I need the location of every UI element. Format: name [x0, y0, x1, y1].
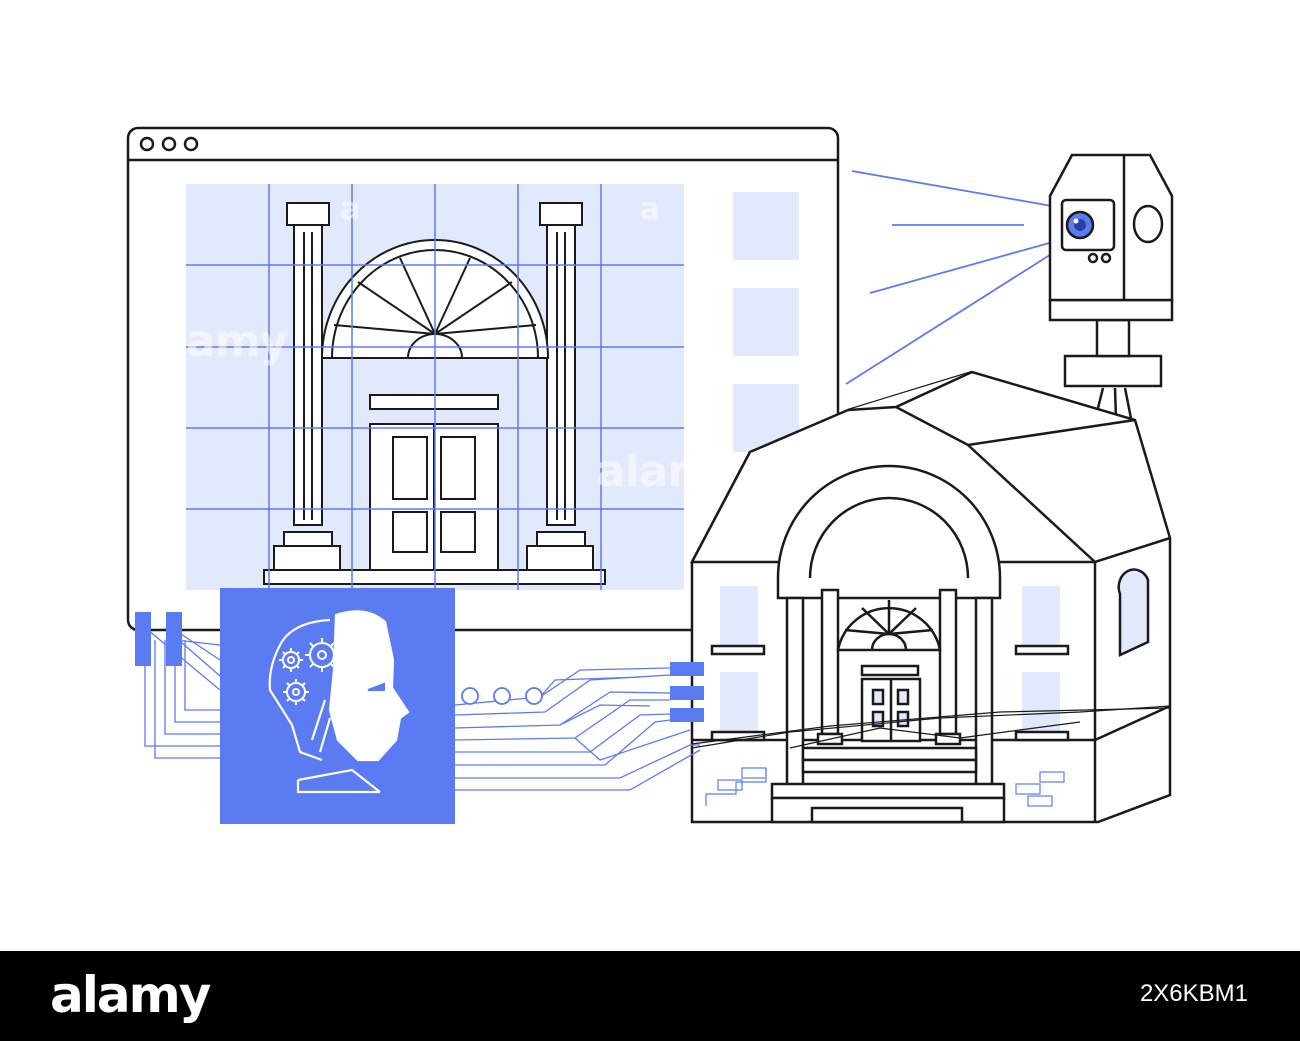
alamy-logo: alamy [50, 966, 211, 1024]
gear-icon [305, 638, 339, 672]
surveying-total-station-icon [1048, 153, 1174, 506]
side-connectors [135, 612, 182, 666]
blueprint-grid-icon [186, 184, 684, 590]
scan-beams [845, 170, 1065, 385]
gear-icon [279, 648, 303, 672]
sidebar-thumbnail [733, 288, 799, 356]
sidebar-thumbnail [733, 192, 799, 260]
scan-mesh-lines [691, 705, 1171, 749]
neoclassical-building-icon [689, 370, 1172, 824]
stock-footer-bar: alamy 2X6KBM1 [0, 951, 1300, 1041]
ai-head-icon [220, 588, 455, 824]
foundation-bricks [705, 767, 1065, 807]
connector-pins [670, 662, 704, 722]
image-id-label: 2X6KBM1 [1139, 980, 1248, 1007]
illustration-scene [126, 126, 1174, 824]
circuit-nodes [461, 687, 543, 705]
gear-icon [283, 679, 309, 705]
